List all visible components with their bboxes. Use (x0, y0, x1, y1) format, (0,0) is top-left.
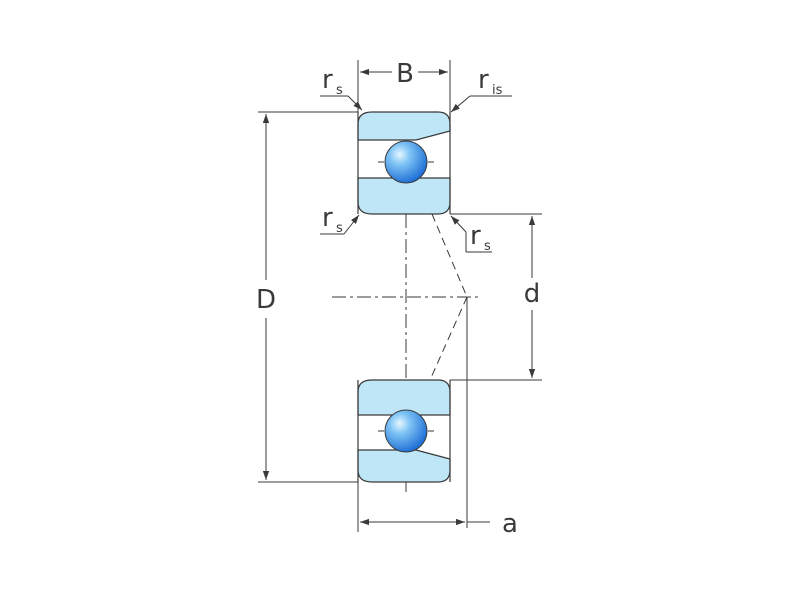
center-lines (332, 214, 480, 492)
dimension-outer-diameter: D (256, 111, 358, 483)
label-a: a (502, 509, 518, 539)
svg-text:s: s (336, 221, 343, 236)
label-d: d (524, 279, 541, 309)
svg-text:r: r (470, 221, 481, 251)
bottom-bearing-section (357, 379, 451, 483)
chamfer-label-middle-left: r s (320, 203, 360, 236)
ball-bottom (384, 409, 428, 453)
dimension-pressure-point: a (357, 482, 518, 539)
svg-text:s: s (336, 83, 343, 98)
dimension-width: B (357, 59, 451, 112)
outer-ring-bottom (357, 449, 451, 483)
svg-text:r: r (478, 65, 489, 95)
chamfer-label-top-left: r s (320, 65, 363, 111)
outer-ring-top (357, 111, 451, 141)
dimension-bore-diameter: d (450, 213, 542, 381)
svg-text:r: r (322, 203, 333, 233)
svg-text:r: r (322, 65, 333, 95)
chamfer-label-middle-right: r s (450, 215, 492, 254)
contact-angle-lines (429, 213, 468, 528)
svg-text:is: is (492, 83, 503, 98)
ball-top (384, 140, 428, 184)
label-D: D (256, 285, 276, 315)
chamfer-label-top-right: r is (450, 65, 512, 113)
top-bearing-section (357, 111, 451, 215)
label-B: B (396, 59, 414, 89)
svg-text:s: s (484, 239, 491, 254)
